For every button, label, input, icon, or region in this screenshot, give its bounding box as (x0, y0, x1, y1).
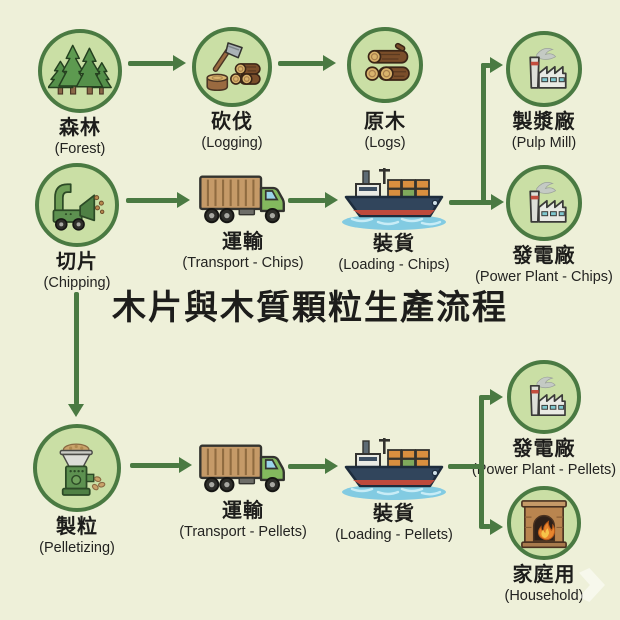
diagram-title: 木片與木質顆粒生產流程 (112, 289, 508, 327)
logs-label-en: (Logs) (364, 135, 406, 151)
arrowhead-branch-to-household (490, 519, 503, 535)
arrow-chipping-to-pelletizing (74, 292, 79, 405)
node-logs: 原木 (Logs) (315, 27, 455, 152)
branch-line-chips-to-pulp-mill (481, 63, 486, 203)
chipping-label-zh: 切片 (56, 251, 98, 273)
arrowhead-forest-to-logging (173, 55, 186, 71)
logs-circle (347, 27, 423, 103)
transport-chips-label-zh: 運輸 (222, 231, 264, 253)
factory-icon (515, 174, 573, 232)
forest-circle (38, 29, 122, 113)
node-forest: 森林 (Forest) (10, 29, 150, 158)
cargo-ship-icon (338, 167, 450, 233)
pine-trees-icon (48, 41, 112, 102)
log-pile-icon (355, 35, 415, 95)
arrow-logging-to-logs (278, 61, 324, 66)
pelletizing-label-zh: 製粒 (56, 516, 98, 538)
logging-label-en: (Logging) (201, 135, 263, 151)
fireplace-icon (516, 495, 572, 551)
truck-icon (197, 172, 289, 227)
transport-pellets-label-en: (Transport - Pellets) (179, 524, 307, 540)
arrowhead-logging-to-logs (323, 55, 336, 71)
cargo-ship-icon (338, 437, 450, 503)
power-plant-pellets-label-en: (Power Plant - Pellets) (471, 462, 617, 478)
node-pelletizing: 製粒 (Pelletizing) (7, 424, 147, 557)
axe-stump-logs-icon (201, 36, 263, 98)
arrow-transport-to-loading-pellets (288, 464, 326, 469)
truck-icon (197, 441, 289, 496)
chipping-circle (35, 163, 119, 247)
loading-chips-label-en: (Loading - Chips) (338, 257, 450, 273)
factory-icon (515, 40, 573, 98)
household-circle (507, 486, 581, 560)
arrow-branch-to-pulp-mill (481, 63, 491, 68)
power-plant-chips-label-zh: 發電廠 (512, 245, 576, 267)
arrowhead-loading-chips-to-power-plant (491, 194, 504, 210)
arrowhead-chipping-to-transport (177, 192, 190, 208)
arrow-forest-to-logging (128, 61, 174, 66)
chipping-label-en: (Chipping) (43, 275, 111, 291)
arrowhead-transport-to-loading-pellets (325, 458, 338, 474)
household-label-en: (Household) (504, 588, 584, 604)
loading-pellets-label-zh: 裝貨 (373, 503, 415, 525)
arrow-transport-to-loading-chips (288, 198, 326, 203)
arrowhead-transport-to-loading-chips (325, 192, 338, 208)
forest-label-en: (Forest) (54, 141, 106, 157)
pellet-mill-icon (42, 433, 112, 503)
branch-line-pellets (479, 395, 484, 529)
arrowhead-branch-to-power-plant-pellets (490, 389, 503, 405)
power-plant-pellets-circle (507, 360, 581, 434)
node-logging: 砍伐 (Logging) (162, 27, 302, 152)
arrow-loading-chips-to-power-plant (449, 200, 492, 205)
node-chipping: 切片 (Chipping) (7, 163, 147, 292)
arrowhead-branch-to-pulp-mill (490, 57, 503, 73)
logging-label-zh: 砍伐 (211, 111, 253, 133)
node-loading-pellets: 裝貨 (Loading - Pellets) (309, 437, 479, 544)
loading-chips-label-zh: 裝貨 (373, 233, 415, 255)
node-transport-chips: 運輸 (Transport - Chips) (158, 172, 328, 272)
arrow-branch-to-household (481, 524, 491, 529)
node-household: 家庭用 (Household) (459, 486, 620, 605)
arrow-pelletizing-to-transport (130, 463, 180, 468)
pelletizing-circle (33, 424, 121, 512)
forest-label-zh: 森林 (59, 117, 101, 139)
household-label-zh: 家庭用 (512, 564, 576, 586)
node-power-plant-pellets: 發電廠 (Power Plant - Pellets) (459, 360, 620, 479)
arrow-chipping-to-transport (126, 198, 178, 203)
loading-pellets-label-en: (Loading - Pellets) (335, 527, 453, 543)
node-loading-chips: 裝貨 (Loading - Chips) (309, 167, 479, 274)
pelletizing-label-en: (Pelletizing) (39, 540, 115, 556)
pulp-mill-circle (506, 31, 582, 107)
branch-stem-pellets (448, 464, 483, 469)
power-plant-chips-circle (506, 165, 582, 241)
transport-pellets-label-zh: 運輸 (222, 500, 264, 522)
logging-circle (192, 27, 272, 107)
node-transport-pellets: 運輸 (Transport - Pellets) (158, 441, 328, 541)
node-power-plant-chips: 發電廠 (Power Plant - Chips) (459, 165, 620, 286)
wood-chipper-icon (44, 174, 110, 237)
pulp-mill-label-zh: 製漿廠 (512, 111, 576, 133)
logs-label-zh: 原木 (364, 111, 406, 133)
power-plant-chips-label-en: (Power Plant - Chips) (475, 269, 613, 285)
factory-icon (516, 369, 572, 425)
arrowhead-chipping-to-pelletizing (68, 404, 84, 417)
arrowhead-pelletizing-to-transport (179, 457, 192, 473)
node-pulp-mill: 製漿廠 (Pulp Mill) (459, 31, 620, 152)
transport-chips-label-en: (Transport - Chips) (182, 255, 304, 271)
power-plant-pellets-label-zh: 發電廠 (512, 438, 576, 460)
arrow-branch-to-power-plant-pellets (481, 395, 491, 400)
pulp-mill-label-en: (Pulp Mill) (511, 135, 577, 151)
